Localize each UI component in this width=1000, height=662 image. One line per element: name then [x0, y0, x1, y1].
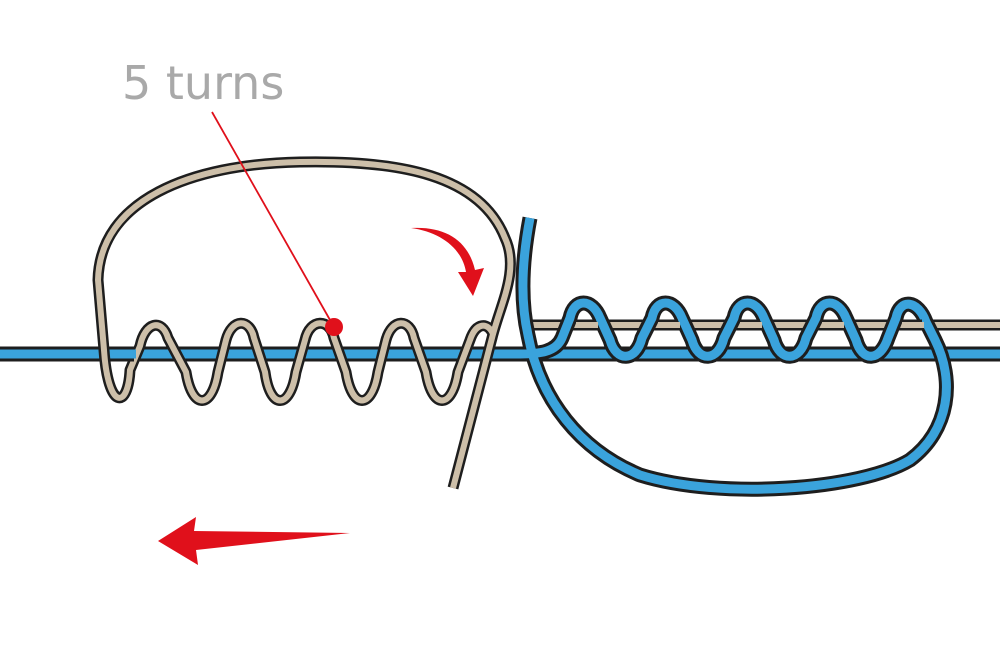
- tan-line-loop-and-coils: [92, 156, 516, 490]
- pointer-dot: [325, 318, 343, 336]
- curved-arrow-icon: [411, 227, 484, 296]
- turns-annotation: 5 turns: [122, 56, 343, 336]
- blue-line-loop-and-coils: [515, 216, 954, 497]
- left-arrow-icon: [158, 517, 350, 565]
- pointer-line: [211, 111, 335, 328]
- turns-label: 5 turns: [122, 56, 284, 110]
